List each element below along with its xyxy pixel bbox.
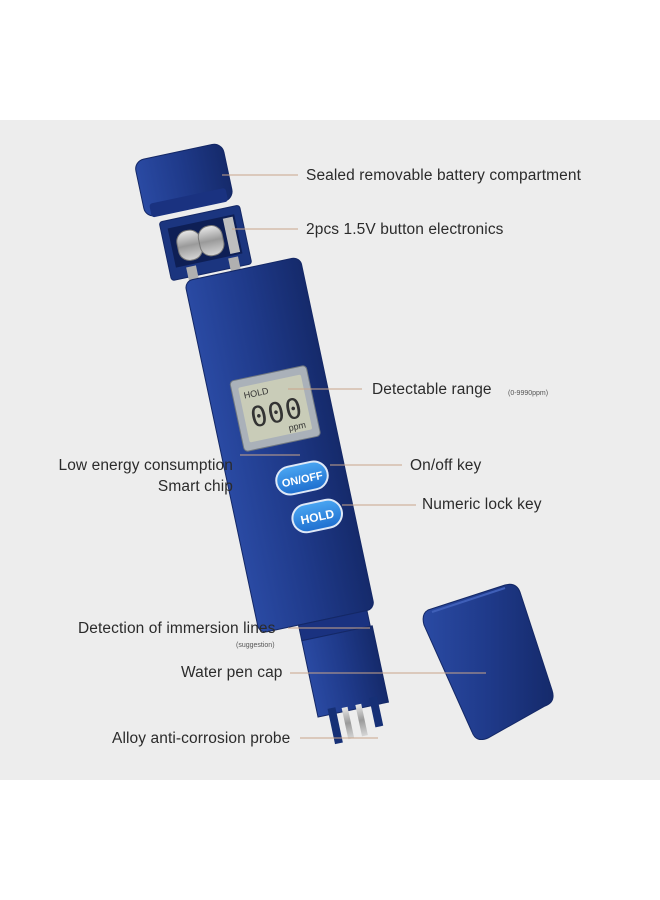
callout-probe: Alloy anti-corrosion probe xyxy=(112,730,291,747)
meter-body xyxy=(185,257,390,745)
callout-immersion-lines: Detection of immersion lines xyxy=(78,620,276,637)
callout-detectable-range: Detectable range xyxy=(372,381,492,398)
battery-lid xyxy=(135,143,233,218)
hold-button-label: HOLD xyxy=(299,507,335,528)
callout-low-energy-line2: Smart chip xyxy=(157,478,233,495)
callout-low-energy-line1: Low energy consumption xyxy=(58,457,233,474)
lcd-unit: ppm xyxy=(288,420,307,433)
battery-compartment xyxy=(159,205,252,282)
tds-meter-illustration: HOLD 000 ppm ON/OFF HOLD xyxy=(135,143,554,745)
callout-batteries: 2pcs 1.5V button electronics xyxy=(306,221,504,238)
onoff-button[interactable]: ON/OFF xyxy=(274,459,331,497)
hold-button[interactable]: HOLD xyxy=(290,497,345,535)
leader-lines xyxy=(222,174,486,739)
callout-detectable-range-note: (0-9990ppm) xyxy=(508,390,549,397)
callout-immersion-note: (suggestion) xyxy=(236,642,275,649)
pen-cap xyxy=(422,583,554,740)
callout-battery-compartment: Sealed removable battery compartment xyxy=(306,167,581,184)
callout-numeric-lock-key: Numeric lock key xyxy=(422,496,542,513)
lcd-display: HOLD 000 ppm xyxy=(229,365,321,452)
callout-onoff-key: On/off key xyxy=(410,457,482,474)
callout-pen-cap: Water pen cap xyxy=(181,664,283,681)
